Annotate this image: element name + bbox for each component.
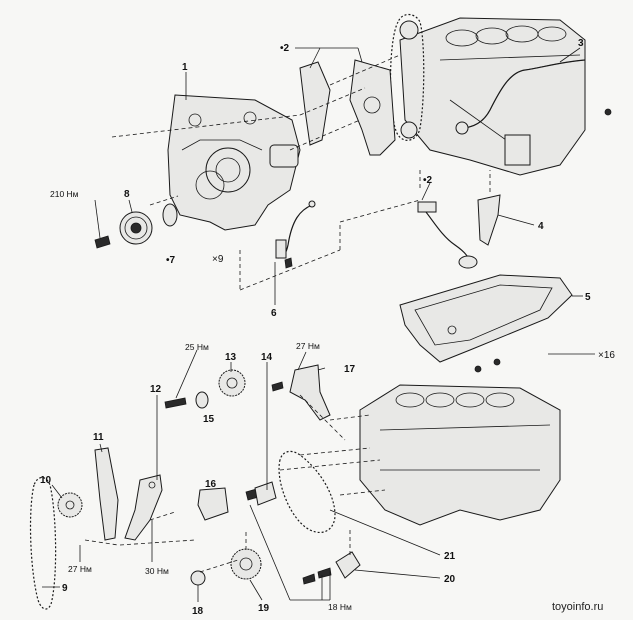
callout-8: 8 — [124, 189, 130, 200]
callout-11: 11 — [93, 432, 104, 443]
timing-chain-cover — [167, 94, 301, 231]
timing-chain-upper — [389, 13, 425, 141]
chain-guide — [94, 447, 119, 541]
crankshaft-spacer — [190, 570, 206, 586]
timing-cover-gasket — [299, 59, 396, 156]
callout-18: 18 — [192, 606, 204, 617]
callout-7: •7 — [166, 255, 176, 266]
callout-15: 15 — [203, 414, 215, 425]
callout-21: 21 — [444, 551, 456, 562]
callout-16: 16 — [205, 479, 217, 490]
water-bypass-pipe — [455, 59, 612, 135]
oil-pump-sprocket — [164, 369, 246, 409]
torque-27-top: 27 Нм — [296, 341, 320, 351]
engine-block-upper — [399, 17, 586, 176]
callout-leaders — [42, 47, 595, 602]
callout-13: 13 — [225, 352, 237, 363]
engine-block-lower — [359, 384, 561, 526]
assembly-lines — [84, 54, 491, 573]
torque-27-left: 27 Нм — [68, 564, 92, 574]
torque-210: 210 Нм — [50, 189, 79, 199]
callout-12: 12 — [150, 384, 162, 395]
oil-pump-drive-chain — [278, 450, 336, 534]
torque-18: 18 Нм — [328, 602, 352, 612]
torque-25: 25 Нм — [185, 342, 209, 352]
callout-2-top: •2 — [280, 43, 290, 54]
callout-10: 10 — [40, 475, 52, 486]
quantity-labels: ×9 ×16 — [212, 254, 615, 361]
callout-20: 20 — [444, 574, 456, 585]
callout-3: 3 — [578, 38, 584, 49]
timing-chain — [29, 476, 57, 610]
callout-9: 9 — [62, 583, 68, 594]
callout-19: 19 — [258, 603, 270, 614]
crankshaft-pulley — [94, 203, 178, 249]
chain-tensioner-bracket — [271, 364, 331, 421]
crankshaft-sprocket — [230, 548, 262, 580]
chain-slipper — [254, 481, 277, 506]
callout-2-strainer: •2 — [423, 175, 433, 186]
oil-strainer — [417, 194, 501, 269]
callout-17: 17 — [344, 364, 356, 375]
idler-assembly — [197, 487, 263, 521]
site-watermark: toyoinfo.ru — [552, 601, 603, 613]
oil-pan — [399, 274, 573, 373]
torque-labels: 210 Нм 25 Нм 27 Нм 27 Нм 30 Нм 18 Нм — [50, 189, 352, 612]
oil-pump-chain-tensioner — [302, 551, 361, 585]
callout-6: 6 — [271, 308, 277, 319]
qty-x16: ×16 — [598, 350, 615, 361]
crankshaft-position-sensor — [275, 200, 316, 269]
callout-4: 4 — [538, 221, 544, 232]
torque-30: 30 Нм — [145, 566, 169, 576]
callout-1: 1 — [182, 62, 188, 73]
chain-tensioner-arm — [124, 474, 163, 541]
callout-labels: 1 •2 •2 3 4 5 6 •7 8 9 10 11 12 13 14 15… — [40, 38, 591, 617]
qty-x9: ×9 — [212, 254, 224, 265]
crankshaft-sprocket-small — [57, 492, 83, 518]
callout-14: 14 — [261, 352, 273, 363]
callout-5: 5 — [585, 292, 591, 303]
